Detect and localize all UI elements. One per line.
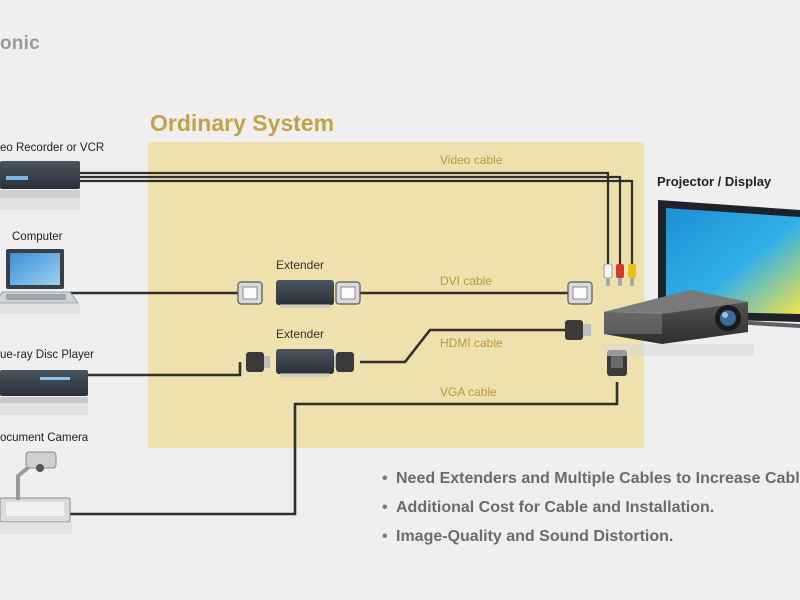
- drawbacks-list: • Need Extenders and Multiple Cables to I…: [382, 464, 800, 551]
- bluray-label: ue-ray Disc Player: [0, 349, 94, 361]
- video-cable-label: Video cable: [440, 153, 503, 167]
- hdmi-cable-label: HDMI cable: [440, 336, 503, 350]
- extender-hdmi-label: Extender: [276, 327, 325, 341]
- dvi-connector-mid: [335, 281, 361, 305]
- vga-connector: [607, 350, 627, 376]
- drawback-text: Image-Quality and Sound Distortion.: [396, 528, 674, 545]
- extender-dvi-device: [276, 280, 334, 308]
- vcr-label: eo Recorder or VCR: [0, 142, 105, 154]
- computer-device: [0, 249, 80, 314]
- drawback-item: • Need Extenders and Multiple Cables to I…: [382, 464, 800, 493]
- dvi-cable: [66, 281, 593, 305]
- projector-display-label: Projector / Display: [657, 174, 772, 189]
- drawback-text: Need Extenders and Multiple Cables to In…: [396, 470, 800, 487]
- document-camera-device: [0, 451, 72, 534]
- bullet-dot-icon: •: [382, 470, 388, 487]
- dvi-connector-right: [567, 281, 593, 305]
- hdmi-cable: [88, 320, 591, 377]
- hdmi-connector-left: [246, 352, 270, 372]
- dvi-connector-left: [237, 281, 263, 305]
- drawback-item: • Additional Cost for Cable and Installat…: [382, 493, 800, 522]
- bluray-device: [0, 370, 88, 415]
- extender-dvi-label: Extender: [276, 258, 325, 272]
- drawback-item: • Image-Quality and Sound Distortion.: [382, 522, 800, 551]
- extender-hdmi-device: [276, 349, 334, 377]
- section-title: Ordinary System: [150, 110, 335, 136]
- hdmi-connector-right: [565, 320, 591, 340]
- vcr-device: [0, 161, 80, 210]
- vga-cable: [70, 350, 627, 516]
- vga-cable-label: VGA cable: [440, 385, 497, 399]
- brand-logo-text: onic: [0, 33, 40, 54]
- ordinary-system-panel: [148, 142, 644, 448]
- video-cable: [80, 171, 636, 286]
- bullet-dot-icon: •: [382, 528, 388, 545]
- drawback-text: Additional Cost for Cable and Installati…: [396, 499, 715, 516]
- bullet-dot-icon: •: [382, 499, 388, 516]
- document-camera-label: ocument Camera: [0, 432, 89, 444]
- computer-label: Computer: [12, 231, 63, 243]
- dvi-cable-label: DVI cable: [440, 274, 493, 288]
- projector-device: [604, 290, 754, 356]
